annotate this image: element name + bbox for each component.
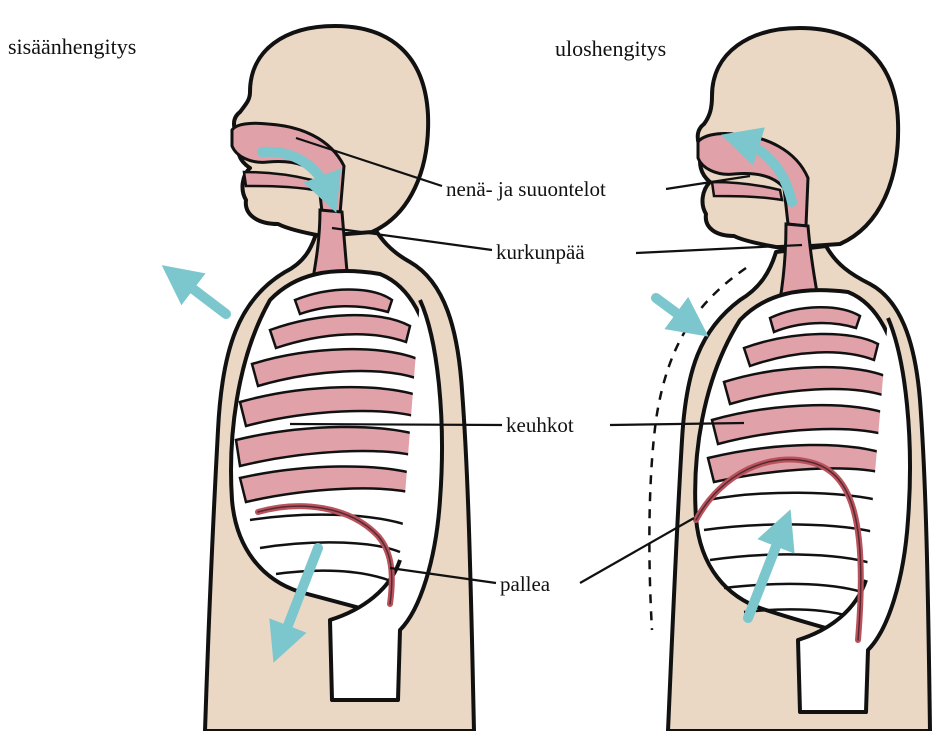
inhale-title: sisäänhengitys xyxy=(8,36,136,58)
leader-lungs-left xyxy=(290,424,502,425)
label-nasal-oral-cavities: nenä- ja suuontelot xyxy=(446,179,606,200)
exhale-chest-arrow-icon xyxy=(656,298,694,326)
exhale-figure xyxy=(649,28,930,731)
inhale-chest-arrow-icon xyxy=(176,276,226,314)
label-larynx: kurkunpää xyxy=(496,242,585,263)
label-lungs: keuhkot xyxy=(506,415,574,436)
inhale-figure xyxy=(205,26,474,731)
exhale-title: uloshengitys xyxy=(555,38,666,60)
label-diaphragm: pallea xyxy=(500,574,550,595)
